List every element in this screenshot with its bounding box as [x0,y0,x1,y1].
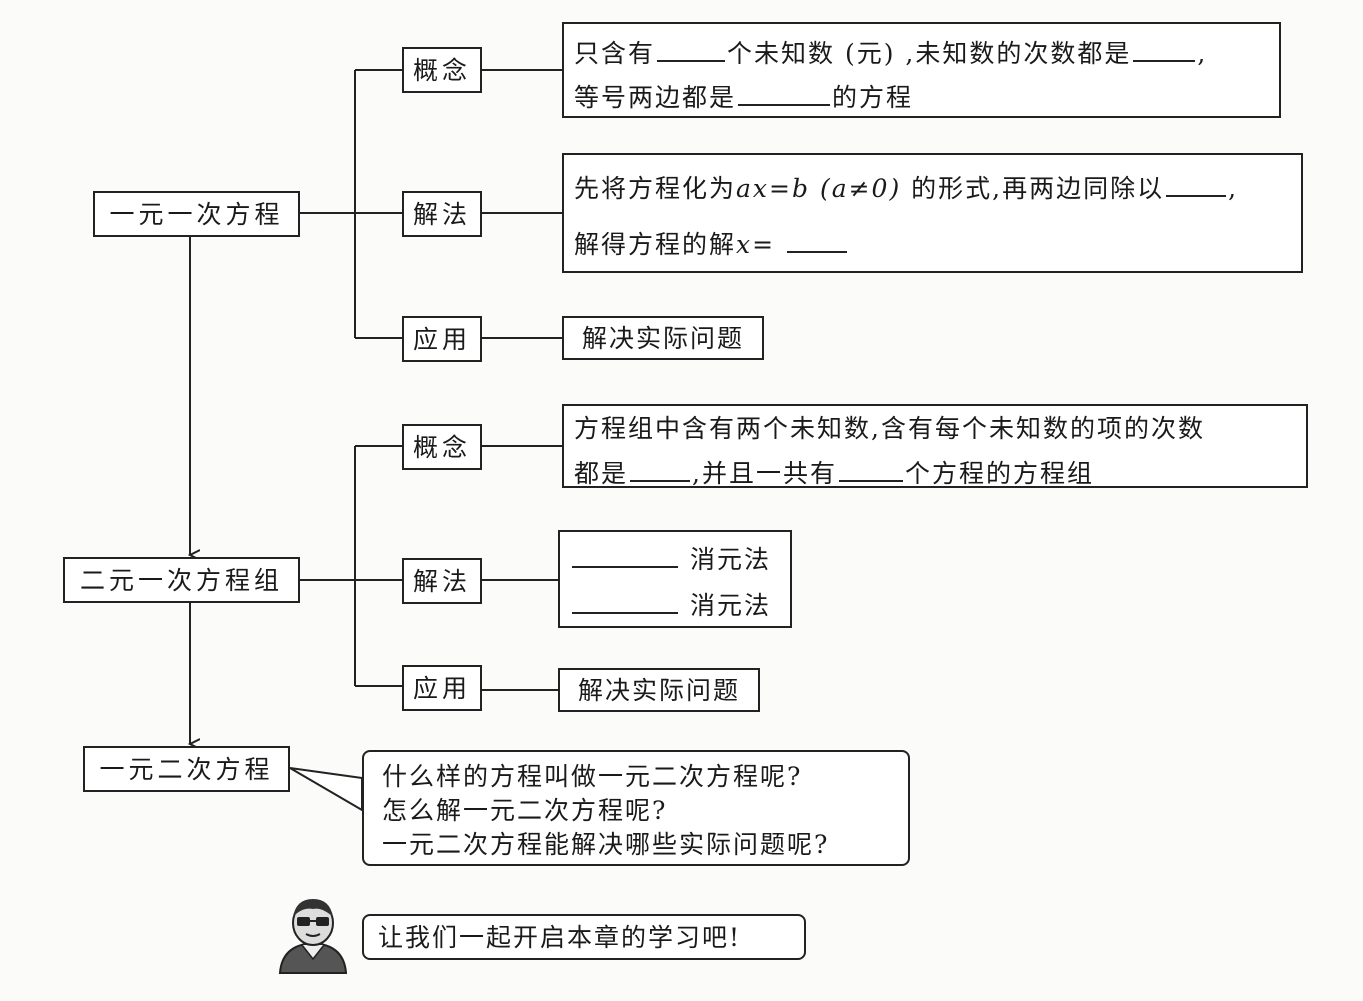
concept-text-4: 等号两边都是 [574,83,737,112]
blank-degree [1133,38,1196,62]
blank-term-degree [630,458,691,482]
elimination-method-1: 消元法 [689,545,771,574]
linear-method-label: 解法 [402,191,482,237]
linear-method-box: 先将方程化为ax=b (a≠0) 的形式,再两边同除以, 解得方程的解x= [562,153,1303,273]
footer-speech-bubble: 让我们一起开启本章的学习吧! [362,914,806,960]
system-concept-text-2: ,并且一共有 [692,459,837,488]
linear-application-box: 解决实际问题 [562,316,764,360]
method-condition: (a≠0) [819,174,902,203]
concept-text-3: , [1197,39,1208,68]
system-concept-line1: 方程组中含有两个未知数,含有每个未知数的项的次数 [574,414,1205,443]
concept-text-2: 个未知数 (元) ,未知数的次数都是 [727,39,1132,68]
method-formula: ax=b [736,174,810,203]
system-application-box: 解决实际问题 [558,668,760,712]
question-2: 怎么解一元二次方程呢? [382,796,668,825]
system-concept-label: 概念 [402,424,482,470]
linear-equation-node: 一元一次方程 [93,191,300,237]
blank-solution [787,229,848,253]
method-text-2: 的形式,再两边同除以 [911,174,1165,203]
linear-concept-label: 概念 [402,47,482,93]
elimination-method-2: 消元法 [689,591,771,620]
quadratic-question-bubble: 什么样的方程叫做一元二次方程呢? 怎么解一元二次方程呢? 一元二次方程能解决哪些… [362,750,910,866]
linear-application-label: 应用 [402,316,482,362]
system-concept-box: 方程组中含有两个未知数,含有每个未知数的项的次数 都是 ,并且一共有 个方程的方程组 [562,404,1308,488]
question-3: 一元二次方程能解决哪些实际问题呢? [382,830,830,859]
method-text-4: 解得方程的解 [574,230,737,259]
blank-both-sides [738,82,831,106]
blank-divisor [1166,173,1227,197]
quadratic-equation-node: 一元二次方程 [83,746,290,792]
system-concept-text-3: 个方程的方程组 [904,459,1094,488]
method-solution-var: x= [736,230,776,259]
question-1: 什么样的方程叫做一元二次方程呢? [382,762,803,791]
system-method-label: 解法 [402,558,482,604]
blank-equation-count [838,458,903,482]
linear-concept-box: 只含有 个未知数 (元) ,未知数的次数都是, 等号两边都是 的方程 [562,22,1281,118]
system-application-label: 应用 [402,665,482,711]
system-method-box: 消元法 消元法 [558,530,792,628]
concept-text-5: 的方程 [832,83,914,112]
student-reading-icon [278,899,348,974]
blank-elimination-2 [572,590,678,614]
blank-unknown-count [657,38,726,62]
method-text-3: , [1228,174,1239,203]
system-concept-text-1: 都是 [574,459,629,488]
method-text-1: 先将方程化为 [574,174,737,203]
linear-system-node: 二元一次方程组 [63,557,300,603]
blank-elimination-1 [572,544,678,568]
concept-text-1: 只含有 [574,39,656,68]
